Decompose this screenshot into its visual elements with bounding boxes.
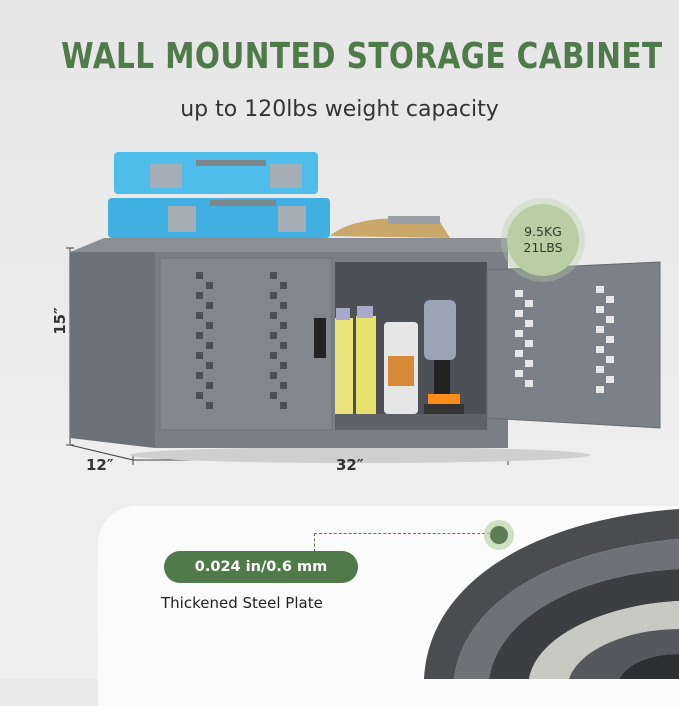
weight-kg: 9.5KG bbox=[524, 224, 562, 239]
toolboxes-on-top bbox=[108, 152, 330, 238]
cabinet-side bbox=[70, 252, 155, 448]
cabinet-shelf-floor bbox=[335, 414, 487, 430]
door-handle bbox=[314, 318, 326, 358]
interior-products bbox=[335, 300, 464, 414]
weight-lbs: 21LBS bbox=[523, 240, 563, 255]
thickness-pill: 0.024 in/0.6 mm bbox=[164, 551, 358, 583]
subheadline: up to 120lbs weight capacity bbox=[180, 97, 499, 122]
right-door-open bbox=[486, 261, 661, 429]
cabinet-shadow bbox=[130, 447, 590, 463]
callout-line bbox=[314, 533, 495, 552]
cabinet-top bbox=[70, 238, 508, 252]
steel-plate-layers bbox=[424, 509, 679, 679]
headline: WALL MOUNTED STORAGE CABINET bbox=[61, 36, 663, 77]
width-dimension-label: 32″ bbox=[336, 456, 364, 474]
thickness-caption: Thickened Steel Plate bbox=[161, 594, 323, 612]
cabinet-illustration bbox=[66, 152, 661, 465]
left-door bbox=[159, 257, 333, 431]
left-door-vents bbox=[196, 272, 287, 409]
tool-belt-on-top bbox=[330, 216, 450, 238]
callout-dot bbox=[490, 526, 508, 544]
right-door-vents bbox=[515, 286, 614, 393]
height-dimension-label: 15″ bbox=[50, 307, 69, 335]
weight-badge: 9.5KG 21LBS bbox=[507, 204, 579, 276]
depth-dimension-label: 12″ bbox=[86, 456, 114, 474]
